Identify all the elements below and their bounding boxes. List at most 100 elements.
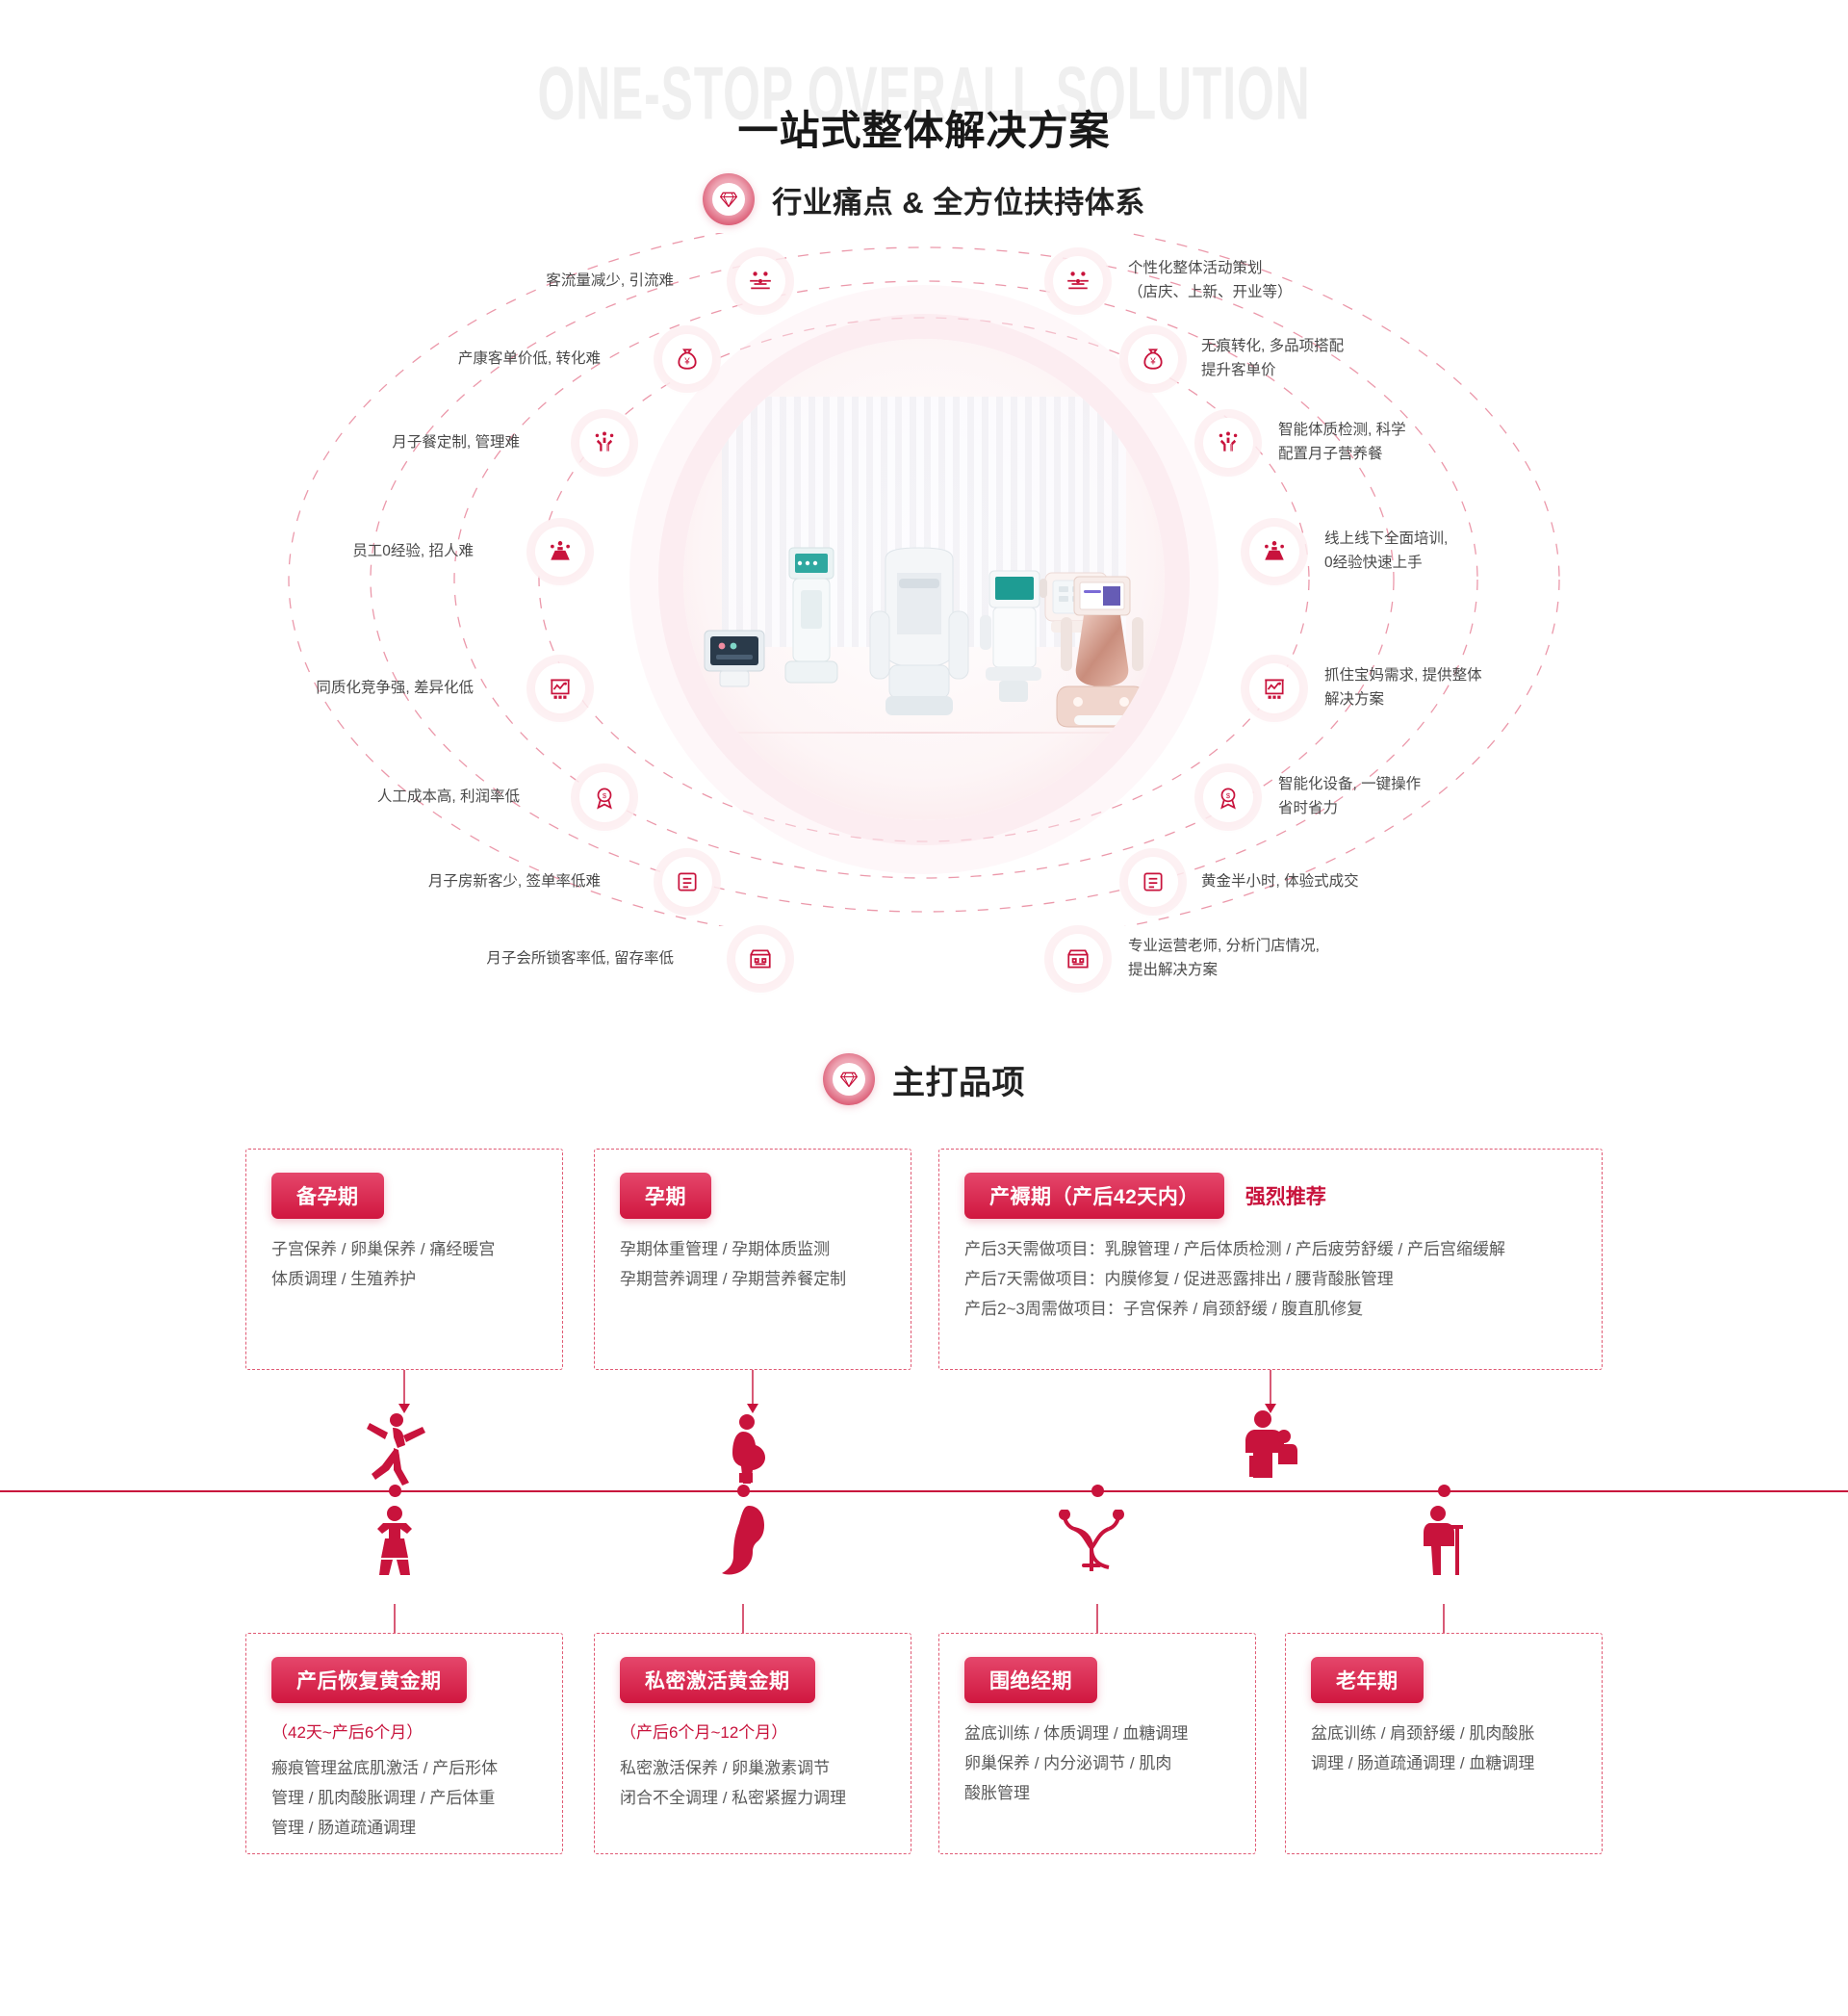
support-label-1: 无痕转化, 多品项搭配 提升客单价	[1201, 334, 1344, 382]
recommend-badge: 强烈推荐	[1245, 1186, 1326, 1208]
support-node-5[interactable]: $	[1203, 772, 1253, 822]
product-line: 孕期体重管理 / 孕期体质监测	[620, 1240, 831, 1258]
support-label-7: 专业运营老师, 分析门店情况, 提出解决方案	[1128, 934, 1320, 982]
support-label-0-line1: 个性化整体活动策划	[1128, 260, 1263, 276]
money-bag-yuan-icon: ¥	[678, 349, 697, 370]
support-label-7-line1: 专业运营老师, 分析门店情况,	[1128, 938, 1320, 954]
product-line: 管理 / 肠道疏通调理	[271, 1819, 417, 1837]
pain-point-node-7[interactable]	[735, 934, 785, 984]
training-meeting-icon	[551, 541, 570, 560]
pain-point-label-0: 客流量减少, 引流难	[546, 272, 674, 289]
storefront-icon	[750, 949, 771, 969]
uterus-icon	[1055, 1510, 1128, 1575]
product-card-body: 盆底训练 / 体质调理 / 血糖调理 卵巢保养 / 内分泌调节 / 肌肉 酸胀管…	[964, 1719, 1230, 1808]
product-card-body: 孕期体重管理 / 孕期体质监测 孕期营养调理 / 孕期营养餐定制	[620, 1234, 886, 1294]
people-balance-icon	[1067, 271, 1089, 290]
product-line: 调理 / 肠道疏通调理 / 血糖调理	[1311, 1754, 1535, 1772]
support-node-0[interactable]	[1053, 256, 1103, 306]
section-1-heading: 行业痛点 & 全方位扶持体系	[0, 173, 1848, 225]
checklist-icon	[678, 872, 697, 892]
product-line: 卵巢保养 / 内分泌调节 / 肌肉	[964, 1754, 1172, 1772]
product-line: 产后2~3周需做项目：子宫保养 / 肩颈舒缓 / 腹直肌修复	[964, 1300, 1364, 1318]
product-card-simi-jihuo[interactable]: 私密激活黄金期 （产后6个月~12个月） 私密激活保养 / 卵巢激素调节 闭合不…	[594, 1633, 911, 1854]
section-2-title: 主打品项	[892, 1064, 1025, 1101]
product-line: 产后7天需做项目：内膜修复 / 促进恶露排出 / 腰背酸胀管理	[964, 1270, 1394, 1288]
pain-point-label-2: 月子餐定制, 管理难	[392, 434, 520, 451]
ballet-dancer-icon	[364, 1411, 431, 1486]
support-node-7[interactable]	[1053, 934, 1103, 984]
section-2-heading: 主打品项	[0, 1053, 1848, 1105]
product-card-body: 私密激活保养 / 卵巢激素调节 闭合不全调理 / 私密紧握力调理	[620, 1753, 886, 1813]
product-line: 私密激活保养 / 卵巢激素调节	[620, 1759, 831, 1777]
svg-text:¥: ¥	[683, 356, 690, 367]
section-1-title: 行业痛点 & 全方位扶持体系	[772, 185, 1145, 220]
pain-point-node-0[interactable]	[735, 256, 785, 306]
product-card-laonianqi[interactable]: 老年期 盆底训练 / 肩颈舒缓 / 肌肉酸胀 调理 / 肠道疏通调理 / 血糖调…	[1285, 1633, 1603, 1854]
woman-profile-icon	[720, 1504, 774, 1577]
diamond-icon	[823, 1053, 875, 1105]
support-node-4[interactable]	[1249, 663, 1299, 713]
product-card-body: 盆底训练 / 肩颈舒缓 / 肌肉酸胀 调理 / 肠道疏通调理 / 血糖调理	[1311, 1719, 1577, 1778]
pain-point-node-6[interactable]	[662, 857, 712, 907]
product-tag: 产褥期（产后42天内）	[964, 1173, 1224, 1219]
award-medal-icon: $	[1220, 788, 1236, 810]
product-line: 闭合不全调理 / 私密紧握力调理	[620, 1789, 847, 1807]
pain-point-label-4: 同质化竞争强, 差异化低	[316, 680, 474, 696]
product-tag: 老年期	[1311, 1657, 1424, 1703]
support-label-5-line1: 智能化设备, 一键操作	[1278, 776, 1422, 792]
product-card-body: 子宫保养 / 卵巢保养 / 痛经暖宫 体质调理 / 生殖养护	[271, 1234, 537, 1294]
device-cart-screen	[972, 565, 1055, 714]
support-label-3-line1: 线上线下全面培训,	[1324, 530, 1449, 547]
svg-text:$: $	[1226, 791, 1231, 800]
pregnant-woman-icon	[720, 1413, 778, 1486]
storefront-icon	[1067, 949, 1089, 969]
support-label-6: 黄金半小时, 体验式成交	[1201, 869, 1359, 893]
product-card-beiyunqi[interactable]: 备孕期 子宫保养 / 卵巢保养 / 痛经暖宫 体质调理 / 生殖养护	[245, 1149, 563, 1370]
product-line: 盆底训练 / 体质调理 / 血糖调理	[964, 1724, 1189, 1743]
pain-point-label-6: 月子房新客少, 签单率低难	[427, 873, 601, 890]
award-medal-icon: $	[597, 788, 612, 810]
page-title: 一站式整体解决方案	[737, 108, 1111, 153]
support-node-6[interactable]	[1128, 857, 1178, 907]
presentation-chart-icon	[1265, 679, 1284, 699]
pain-point-node-3[interactable]	[535, 527, 585, 577]
products-timeline: 备孕期 子宫保养 / 卵巢保养 / 痛经暖宫 体质调理 / 生殖养护 孕期 孕期…	[0, 1105, 1848, 1904]
support-label-5: 智能化设备, 一键操作 省时省力	[1278, 772, 1421, 820]
product-card-chanruqi[interactable]: 产褥期（产后42天内） 强烈推荐 产后3天需做项目：乳腺管理 / 产后体质检测 …	[938, 1149, 1603, 1370]
product-card-chanhou-huifu[interactable]: 产后恢复黄金期 （42天~产后6个月） 瘢痕管理盆底肌激活 / 产后形体 管理 …	[245, 1633, 563, 1854]
support-node-3[interactable]	[1249, 527, 1299, 577]
support-node-1[interactable]: ¥	[1128, 334, 1178, 384]
pain-point-label-3: 员工0经验, 招人难	[352, 543, 474, 559]
support-node-2[interactable]	[1203, 418, 1253, 468]
pain-points-radar: 客流量减少, 引流难 ¥ 产康客单价低, 转化难 月子餐定制, 管理难 员工0经…	[0, 233, 1848, 984]
timeline-dot	[737, 1485, 750, 1497]
pain-point-node-2[interactable]	[579, 418, 629, 468]
support-label-2-line1: 智能体质检测, 科学	[1278, 422, 1406, 438]
support-label-4-line1: 抓住宝妈需求, 提供整体	[1324, 667, 1482, 684]
timeline-axis	[0, 1490, 1848, 1492]
product-line: 管理 / 肌肉酸胀调理 / 产后体重	[271, 1789, 496, 1807]
product-line: 瘢痕管理盆底肌激活 / 产后形体	[271, 1759, 499, 1777]
radar-dashed-arcs	[288, 233, 1560, 926]
product-tag: 私密激活黄金期	[620, 1657, 815, 1703]
pain-point-node-4[interactable]	[535, 663, 585, 713]
device-massage-chair	[857, 544, 982, 732]
product-card-weijuejing[interactable]: 围绝经期 盆底训练 / 体质调理 / 血糖调理 卵巢保养 / 内分泌调节 / 肌…	[938, 1633, 1256, 1854]
support-label-7-line2: 提出解决方案	[1128, 962, 1219, 978]
product-card-yunqi[interactable]: 孕期 孕期体重管理 / 孕期体质监测 孕期营养调理 / 孕期营养餐定制	[594, 1149, 911, 1370]
svg-text:$: $	[603, 791, 607, 800]
support-label-2-line2: 配置月子营养餐	[1278, 446, 1383, 462]
device-tablet-console	[701, 625, 776, 697]
mother-baby-icon	[1240, 1409, 1303, 1486]
support-label-0-line2: （店庆、上新、开业等）	[1128, 284, 1293, 300]
product-tag: 孕期	[620, 1173, 711, 1219]
product-line: 子宫保养 / 卵巢保养 / 痛经暖宫	[271, 1240, 496, 1258]
product-line: 产后3天需做项目：乳腺管理 / 产后体质检测 / 产后疲劳舒缓 / 产后宫缩缓解	[964, 1240, 1505, 1258]
pain-point-node-5[interactable]: $	[579, 772, 629, 822]
device-column-unit	[776, 544, 847, 693]
team-support-icon	[1219, 431, 1238, 452]
support-label-0: 个性化整体活动策划 （店庆、上新、开业等）	[1128, 256, 1293, 304]
product-card-body: 瘢痕管理盆底肌激活 / 产后形体 管理 / 肌肉酸胀调理 / 产后体重 管理 /…	[271, 1753, 537, 1843]
product-subnote: （42天~产后6个月）	[271, 1723, 424, 1742]
pain-point-node-1[interactable]: ¥	[662, 334, 712, 384]
